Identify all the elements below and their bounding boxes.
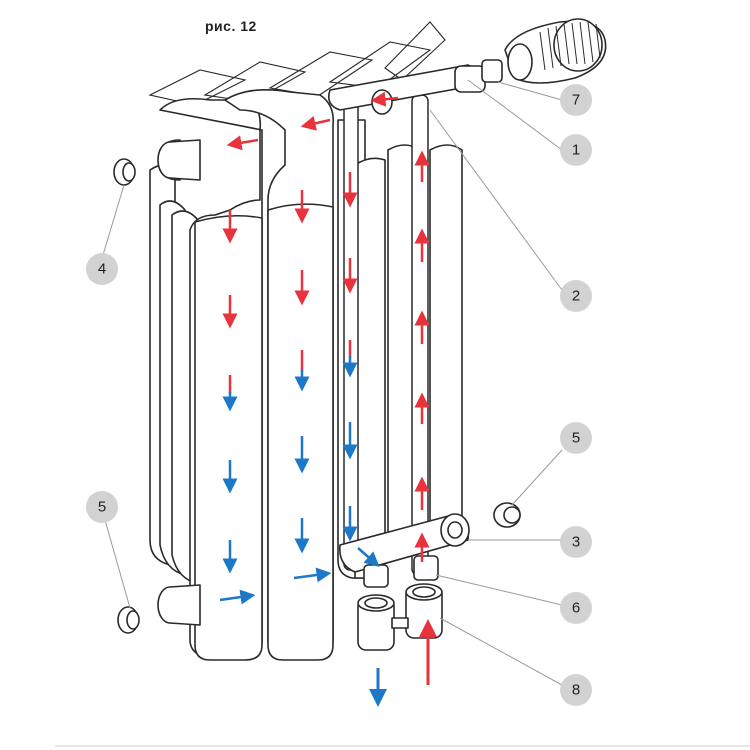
svg-text:5: 5 [98, 499, 106, 516]
callout-5-right: 5 [560, 422, 592, 454]
plug-left-top [113, 158, 136, 186]
svg-text:4: 4 [98, 261, 106, 278]
callout-3: 3 [560, 526, 592, 558]
callout-4: 4 [86, 253, 118, 285]
bottom-connection-valves [357, 583, 443, 651]
top-collector [327, 59, 503, 115]
callout-6: 6 [560, 592, 592, 624]
svg-text:5: 5 [572, 430, 580, 447]
plug-right [493, 502, 521, 528]
callout-2: 2 [560, 280, 592, 312]
figure-title: рис. 12 [205, 18, 257, 34]
hot-flow-arrow [226, 135, 259, 151]
cold-flow-arrow [293, 567, 332, 583]
cold-flow-arrow [357, 547, 380, 567]
cold-flow-arrow [219, 589, 256, 605]
svg-text:6: 6 [572, 600, 580, 617]
svg-text:1: 1 [572, 142, 580, 159]
radiator-right-sections [337, 94, 463, 579]
callout-1: 1 [560, 134, 592, 166]
svg-text:7: 7 [572, 92, 580, 109]
svg-text:3: 3 [572, 534, 580, 551]
thermostatic-head [504, 18, 607, 84]
callout-7: 7 [560, 84, 592, 116]
plug-left-bottom [117, 606, 140, 634]
callout-8: 8 [560, 674, 592, 706]
callout-5-left: 5 [86, 491, 118, 523]
svg-text:2: 2 [572, 288, 580, 305]
flow-arrows [219, 91, 437, 707]
svg-text:8: 8 [572, 682, 580, 699]
radiator-front-sections [157, 88, 335, 661]
leader-lines [102, 79, 563, 686]
hot-flow-arrow [370, 91, 399, 107]
hot-flow-arrow [300, 116, 331, 131]
